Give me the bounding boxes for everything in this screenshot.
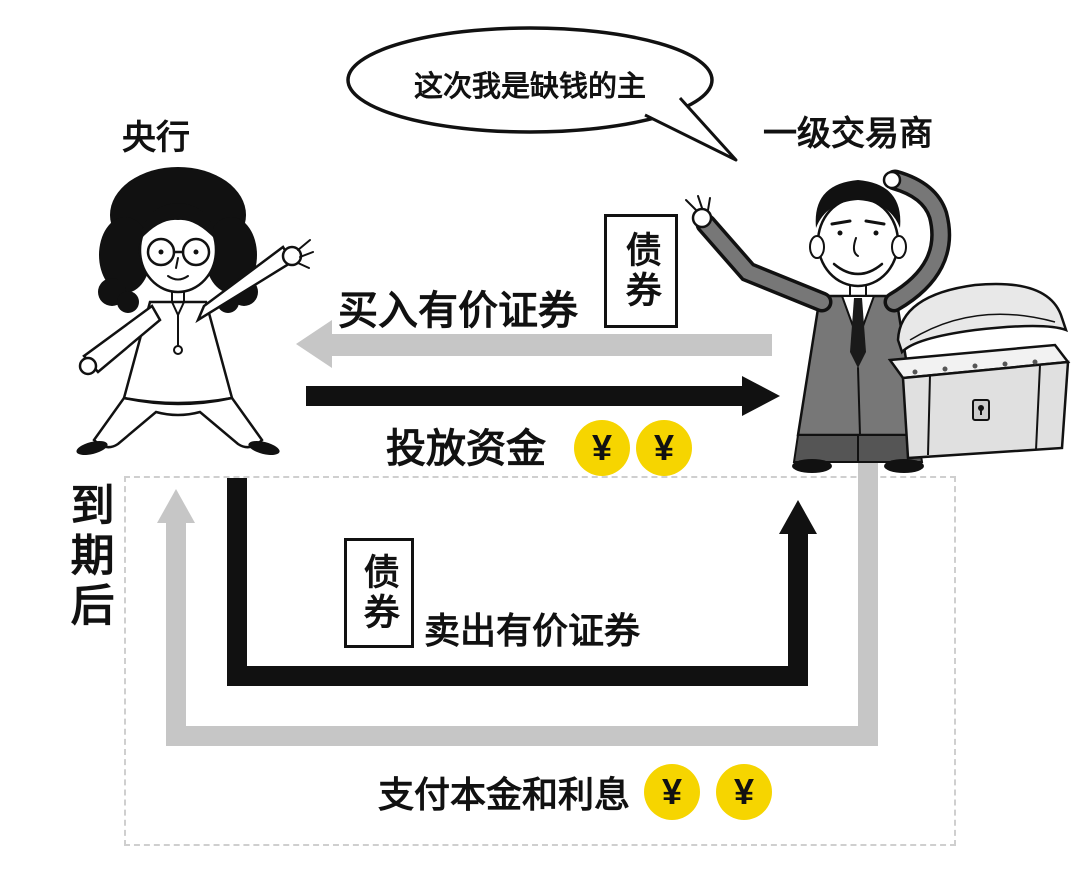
treasure-chest [887,282,1071,460]
yuan-coin-4: ¥ [716,764,772,820]
black-arrow-sell-securities [227,478,817,686]
speech-bubble-text: 这次我是缺钱的主 [413,71,646,103]
yuan-coin-3: ¥ [644,764,700,820]
yuan-symbol: ¥ [733,771,755,812]
pay-principal-label: 支付本金和利息 [378,774,631,815]
gray-arrow-pay-principal [157,458,878,746]
maturity-label: 到期后 [63,482,113,632]
inject-funds-label: 投放资金 [386,427,546,471]
yuan-coin-2: ¥ [636,420,692,476]
yuan-coin-1: ¥ [574,420,630,476]
primary-dealer-label: 一级交易商 [763,115,933,153]
bond-tag-bottom: 债券 [344,538,414,648]
speech-bubble-shape [346,26,738,162]
dealer-figure [685,169,952,473]
buy-securities-label: 买入有价证券 [338,289,578,333]
bond-tag-bottom-text: 债券 [358,553,400,633]
gray-arrow-buy-securities [296,320,772,368]
central-bank-figure [76,167,314,455]
yuan-symbol: ¥ [653,427,675,468]
central-bank-label: 央行 [122,119,190,157]
bond-tag-top-text: 债券 [620,231,662,311]
maturity-section-box [124,476,956,846]
yuan-symbol: ¥ [591,427,613,468]
black-arrow-inject-funds [306,376,780,416]
bond-tag-top: 债券 [604,214,678,328]
sell-securities-label: 卖出有价证券 [424,610,641,651]
yuan-symbol: ¥ [661,771,683,812]
